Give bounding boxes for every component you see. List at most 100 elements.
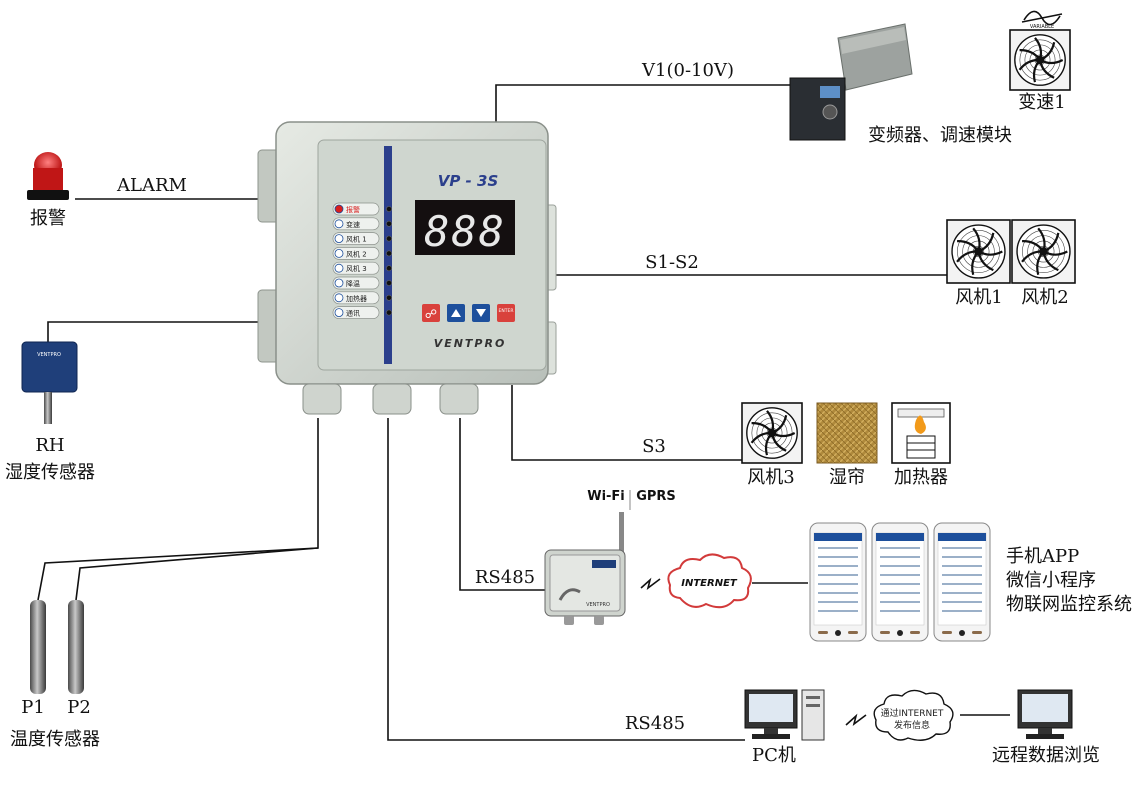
indicator-item: 报警	[332, 202, 392, 216]
controller-model: VP - 3S	[438, 172, 499, 190]
gprs-brand: VENTPRO	[586, 602, 610, 608]
fan1-label: 风机1	[955, 287, 1002, 308]
indicator-item: 加热器	[332, 291, 392, 305]
wet-curtain-label: 湿帘	[829, 467, 865, 488]
indicator-item: 风机 1	[332, 232, 392, 245]
controller-brand: VENTPRO	[434, 337, 507, 350]
wire-rs485-module	[459, 418, 545, 591]
indicator-icon	[334, 234, 344, 244]
inverter-label: 变频器、调速模块	[868, 125, 1012, 146]
s1s2-connection-label: S1-S2	[645, 252, 699, 273]
indicator-icon	[334, 308, 344, 318]
wet-curtain-icon	[816, 402, 878, 464]
rh-label: RH	[35, 435, 64, 456]
indicator-label: 降温	[346, 279, 360, 288]
wire-rh	[47, 321, 262, 342]
gprs-label: GPRS	[636, 489, 676, 504]
alarm-light: 报警	[27, 152, 69, 229]
indicator-label: 风机 3	[346, 264, 367, 273]
indicator-led	[386, 280, 392, 286]
p2-label: P2	[67, 697, 91, 718]
display-digits: 888	[424, 207, 506, 256]
rh-sensor: VENTPRO RH 湿度传感器	[5, 341, 95, 483]
indicator-icon	[334, 263, 344, 273]
wireless-zigzag-1	[640, 577, 661, 590]
indicator-item: 降温	[332, 276, 392, 290]
rs485-pc-label: RS485	[625, 713, 685, 734]
fan-icon	[1011, 219, 1076, 284]
fan-icon	[741, 402, 803, 464]
indicator-label: 风机 1	[346, 235, 367, 244]
fan-icon	[1009, 29, 1071, 91]
s3-connection-label: S3	[642, 436, 666, 457]
indicator-led	[386, 206, 392, 212]
probe-p1	[30, 600, 46, 694]
cable-gland-1	[302, 383, 342, 415]
indicator-icon	[334, 278, 344, 288]
power-button[interactable]	[422, 304, 440, 322]
phone-screen	[933, 522, 991, 642]
gprs-module: VENTPRO	[544, 512, 626, 625]
rh-brand: VENTPRO	[37, 352, 61, 358]
indicator-led	[386, 265, 392, 272]
v1-connection-label: V1(0-10V)	[641, 60, 734, 81]
humidity-sensor-label: 湿度传感器	[5, 462, 95, 483]
p1-label: P1	[21, 697, 45, 718]
heater-icon	[891, 402, 951, 464]
arrow-down-icon	[476, 309, 486, 317]
heater-label: 加热器	[894, 467, 948, 488]
seven-segment-display	[415, 200, 515, 255]
internet-label: INTERNET	[681, 578, 738, 589]
phone-screen	[871, 522, 929, 642]
alarm-label: 报警	[30, 208, 66, 229]
wire-probe-p1	[37, 418, 319, 601]
indicator-led	[386, 220, 392, 227]
wire-rs485-pc	[387, 418, 745, 741]
cable-gland-3	[439, 383, 479, 415]
enter-label: ENTER	[499, 308, 514, 314]
variable-tag: VARIABLE	[1030, 24, 1054, 30]
fan-icon	[946, 219, 1011, 284]
fan3-label: 风机3	[747, 467, 794, 488]
indicator-icon	[334, 293, 344, 303]
indicator-led	[386, 250, 392, 257]
indicator-led	[386, 235, 392, 242]
cable-gland-2	[372, 383, 412, 415]
wifi-label: Wi-Fi	[587, 489, 625, 504]
indicator-led	[386, 294, 392, 301]
phone-screen	[809, 522, 867, 642]
indicator-icon	[334, 248, 344, 258]
alarm-connection-label: ALARM	[116, 175, 187, 196]
apps-line1: 手机APP	[1006, 546, 1079, 567]
publish-cloud-line2: 发布信息	[894, 719, 930, 731]
remote-label: 远程数据浏览	[992, 745, 1100, 766]
indicator-item: 变速	[332, 217, 392, 231]
enter-button[interactable]	[497, 304, 515, 322]
power-icon: ☍	[425, 307, 437, 321]
indicator-item: 通讯	[332, 306, 392, 319]
indicator-item: 风机 3	[332, 261, 392, 275]
wires	[37, 84, 1010, 741]
wire-v1	[495, 84, 790, 128]
apps-line3: 物联网监控系统	[1006, 594, 1132, 615]
variable-speed-fan: VARIABLE 变速1	[1009, 10, 1071, 113]
indicator-icon	[334, 219, 344, 229]
publish-cloud-line1: 通过INTERNET	[881, 707, 944, 719]
pc-label: PC机	[752, 745, 796, 766]
apps-line2: 微信小程序	[1006, 570, 1096, 591]
arrow-up-icon	[451, 309, 461, 317]
probe-p2	[68, 600, 84, 694]
indicator-item: 风机 2	[332, 247, 392, 260]
pc-icon	[744, 689, 825, 741]
phone-screens	[809, 522, 991, 642]
wire-s3	[511, 385, 748, 461]
internet-cloud: INTERNET	[667, 553, 752, 609]
fan2-label: 风机2	[1021, 287, 1068, 308]
wire-probe-p2	[75, 547, 319, 601]
indicator-icon	[334, 204, 344, 214]
indicator-label: 通讯	[346, 309, 360, 318]
indicator-led	[386, 309, 392, 316]
publish-cloud: 通过INTERNET 发布信息	[873, 689, 954, 741]
